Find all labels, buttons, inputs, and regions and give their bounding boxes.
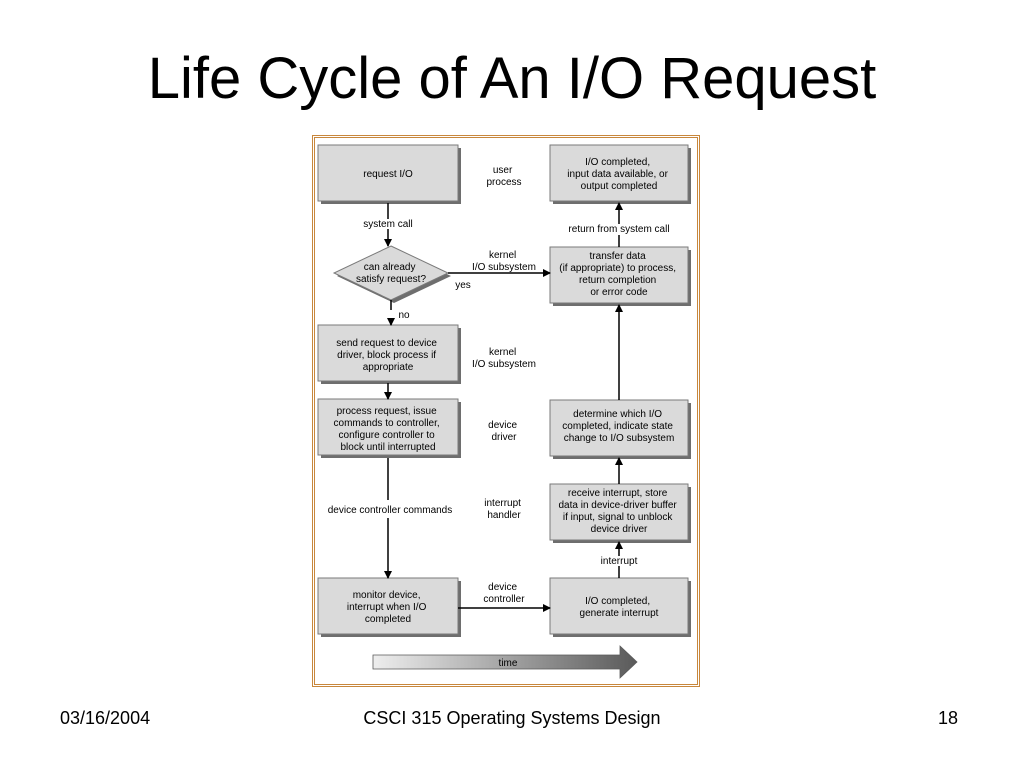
- layer-kernel-io-1: kernel I/O subsystem: [472, 250, 536, 273]
- io-lifecycle-diagram: request I/O can already satisfy request?…: [317, 144, 691, 679]
- box-process-request-text: process request, issue commands to contr…: [334, 406, 443, 453]
- box-transfer-data-text: transfer data (if appropriate) to proces…: [559, 251, 679, 298]
- slide-title: Life Cycle of An I/O Request: [147, 46, 877, 111]
- io-lifecycle-figure: request I/O can already satisfy request?…: [312, 135, 700, 687]
- label-interrupt: interrupt: [601, 556, 638, 567]
- layer-device-driver: device driver: [488, 420, 520, 443]
- footer-course: CSCI 315 Operating Systems Design: [363, 708, 661, 728]
- label-yes: yes: [455, 280, 471, 291]
- box-monitor-device-text: monitor device, interrupt when I/O compl…: [347, 590, 429, 625]
- layer-interrupt-handler: interrupt handler: [484, 498, 523, 521]
- box-process-request: process request, issue commands to contr…: [317, 398, 461, 458]
- decision-can-satisfy: can already satisfy request?: [332, 245, 451, 303]
- box-io-completed-bottom-text: I/O completed, generate interrupt: [580, 596, 659, 619]
- box-determine-io-text: determine which I/O completed, indicate …: [562, 409, 675, 444]
- label-system-call: system call: [363, 219, 412, 230]
- connectors: [384, 202, 623, 612]
- layer-user-process: user process: [486, 165, 521, 188]
- box-request-io: request I/O: [317, 144, 461, 204]
- layer-kernel-io-2: kernel I/O subsystem: [472, 347, 536, 370]
- time-arrow: time: [372, 645, 638, 679]
- box-transfer-data: transfer data (if appropriate) to proces…: [549, 246, 691, 306]
- box-send-request: send request to device driver, block pro…: [317, 324, 461, 384]
- footer-page-number: 18: [938, 708, 959, 728]
- box-receive-interrupt-text: receive interrupt, store data in device-…: [559, 488, 680, 535]
- box-request-io-text: request I/O: [363, 169, 413, 180]
- box-receive-interrupt: receive interrupt, store data in device-…: [549, 483, 691, 543]
- box-send-request-text: send request to device driver, block pro…: [336, 338, 439, 373]
- label-return-from-system-call: return from system call: [568, 224, 669, 235]
- footer-date: 03/16/2004: [60, 708, 151, 728]
- label-no: no: [398, 310, 410, 321]
- box-io-completed-bottom: I/O completed, generate interrupt: [549, 577, 691, 637]
- box-io-completed-top-text: I/O completed, input data available, or …: [567, 157, 670, 192]
- box-io-completed-top: I/O completed, input data available, or …: [549, 144, 691, 204]
- label-device-controller-commands: device controller commands: [328, 505, 453, 516]
- box-determine-io: determine which I/O completed, indicate …: [549, 399, 691, 459]
- time-label: time: [499, 658, 518, 669]
- layer-device-controller: device controller: [483, 582, 525, 605]
- box-monitor-device: monitor device, interrupt when I/O compl…: [317, 577, 461, 637]
- decision-text: can already satisfy request?: [356, 262, 426, 285]
